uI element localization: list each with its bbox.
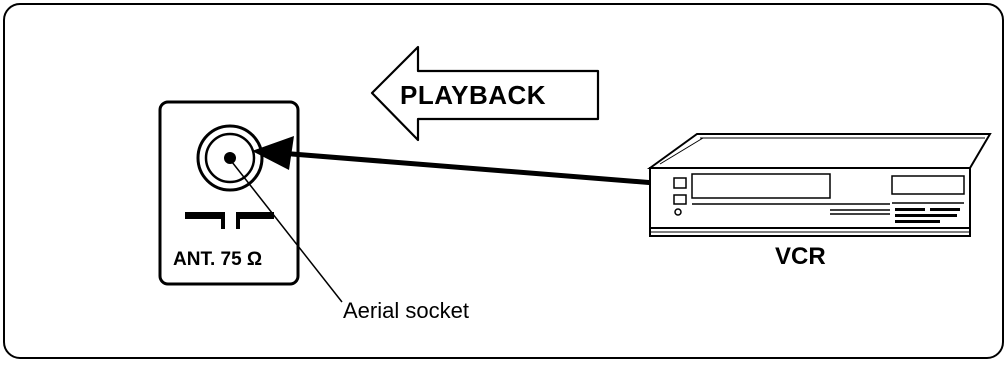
- vcr-icon: [646, 133, 992, 237]
- aerial-socket-label: Aerial socket: [343, 298, 469, 323]
- connector-brackets-icon: [185, 212, 274, 229]
- cable-arrow-icon: [252, 136, 658, 186]
- vcr-label: VCR: [775, 243, 826, 270]
- aerial-socket-icon: [196, 124, 264, 192]
- aerial-socket-callout-line: [231, 161, 343, 303]
- playback-arrow-icon: [370, 45, 600, 142]
- playback-label: PLAYBACK: [400, 80, 547, 110]
- antenna-panel-label: ANT. 75 Ω: [173, 249, 263, 270]
